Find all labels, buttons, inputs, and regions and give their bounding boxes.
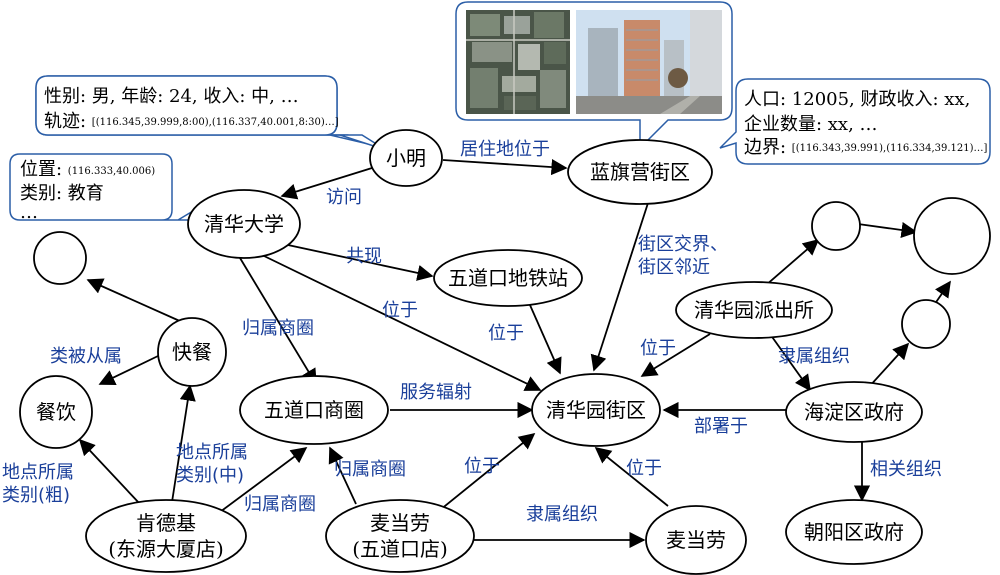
callout-lanqiying: 人口: 12005, 财政收入: xx, 企业数量: xx, … 边界: [(1…	[719, 78, 991, 165]
label-kfc-catering-2: 类别(粗)	[2, 485, 70, 506]
label-xiaoming-tsinghua: 访问	[326, 187, 362, 208]
edge-brand-street	[594, 446, 669, 507]
label-xiaoming-lanqiying: 居住地位于	[460, 139, 550, 160]
edge-police-gov	[769, 333, 811, 392]
edge-tsinghua-station	[273, 241, 434, 281]
label-mcd-area: 归属商圈	[334, 459, 406, 480]
label-gov-chaoyang: 相关组织	[870, 459, 942, 480]
label-kfc-fastfood-1: 地点所属	[176, 442, 248, 463]
edge-circle-circle	[857, 221, 918, 239]
node-lanqiying: 蓝旗营街区	[567, 139, 713, 205]
edges	[78, 158, 951, 549]
svg-text:五道口商圈: 五道口商圈	[264, 398, 364, 422]
svg-text:海淀区政府: 海淀区政府	[804, 400, 904, 424]
svg-text:麦当劳: 麦当劳	[666, 528, 726, 552]
svg-text:麦当劳: 麦当劳	[370, 511, 430, 535]
node-qinghuayuan-street: 清华园街区	[531, 373, 661, 447]
edge-fastfood-catering	[98, 355, 159, 385]
edge-kfc-area	[219, 447, 308, 513]
node-chaoyang-gov: 朝阳区政府	[785, 499, 923, 565]
node-kfc: 肯德基 (东源大厦店)	[85, 499, 247, 573]
label-station-street: 位于	[488, 323, 524, 344]
callout-xiaoming: 性别: 男, 年龄: 24, 收入: 中, … 轨迹: [(116.345,39…	[35, 75, 387, 151]
edge-gov-circle	[867, 342, 910, 389]
label-fastfood-catering: 类被从属	[50, 346, 122, 367]
node-police-station: 清华园派出所	[675, 281, 833, 339]
node-empty-top-right	[913, 197, 991, 275]
tsinghua-location-label: 位置:	[20, 159, 68, 180]
label-police-street: 位于	[640, 338, 676, 359]
label-kfc-catering-1: 地点所属	[2, 462, 74, 483]
edge-labels: 居住地位于 访问 共现 位于 归属商圈 位于 街区交界、 街区邻近 类被从属 地…	[2, 139, 942, 525]
lanqiying-enterprise: 企业数量: xx, …	[744, 114, 878, 135]
label-mcd-brand: 隶属组织	[526, 504, 598, 525]
node-wudaokou-area: 五道口商圈	[239, 375, 389, 445]
xiaoming-attrs: 性别: 男, 年龄: 24, 收入: 中, …	[44, 86, 299, 107]
svg-text:清华园派出所: 清华园派出所	[694, 298, 814, 322]
svg-text:位置: (116.333,40.006): 位置: (116.333,40.006)	[20, 159, 155, 180]
svg-text:蓝旗营街区: 蓝旗营街区	[590, 160, 690, 184]
label-tsinghua-station: 共现	[346, 246, 382, 267]
edge-kfc-catering	[78, 438, 141, 505]
node-empty-mid-right	[901, 299, 951, 349]
label-kfc-area: 归属商圈	[244, 494, 316, 515]
callout-tsinghua: 位置: (116.333,40.006) 类别: 教育 …	[9, 153, 199, 223]
edge-tsinghua-street	[261, 254, 542, 391]
svg-text:(五道口店): (五道口店)	[352, 537, 448, 561]
svg-text:清华大学: 清华大学	[204, 212, 284, 236]
node-wudaokou-station: 五道口地铁站	[433, 249, 583, 307]
label-tsinghua-area: 归属商圈	[242, 318, 314, 339]
svg-text:(东源大厦店): (东源大厦店)	[108, 537, 224, 561]
svg-text:轨迹: [(116.345,39.999,8:: 轨迹: [(116.345,39.999,8:00),(116.337,40.0…	[44, 111, 339, 132]
tsinghua-location-value: (116.333,40.006)	[68, 166, 155, 177]
svg-text:快餐: 快餐	[172, 340, 212, 364]
node-mcd-store: 麦当劳 (五道口店)	[325, 499, 475, 573]
node-catering: 餐饮	[19, 375, 93, 449]
xiaoming-track-values: [(116.345,39.999,8:00),(116.337,40.001,8…	[92, 117, 339, 128]
node-empty-top-mid	[811, 201, 861, 251]
street-photo	[576, 10, 722, 114]
label-area-street: 服务辐射	[400, 382, 472, 403]
label-gov-street: 部署于	[694, 416, 748, 437]
label-lanqiying-street-1: 街区交界、	[638, 234, 728, 255]
node-xiaoming: 小明	[369, 129, 443, 187]
node-haidian-gov: 海淀区政府	[785, 381, 923, 443]
edge-station-street	[525, 295, 562, 375]
label-kfc-fastfood-2: 类别(中)	[176, 465, 244, 486]
lanqiying-population: 人口: 12005, 财政收入: xx,	[744, 89, 970, 110]
edge-fastfood-up	[86, 278, 183, 323]
label-mcd-street: 位于	[464, 456, 500, 477]
svg-text:餐饮: 餐饮	[36, 400, 76, 424]
edge-mcd-street	[439, 432, 536, 511]
svg-text:朝阳区政府: 朝阳区政府	[804, 520, 904, 544]
lanqiying-boundary-label: 边界:	[744, 137, 792, 158]
node-tsinghua: 清华大学	[187, 189, 301, 259]
svg-text:小明: 小明	[386, 146, 426, 170]
label-brand-street: 位于	[626, 458, 662, 479]
satellite-image	[466, 10, 570, 114]
edge-mcd-area	[328, 446, 357, 505]
tsinghua-more: …	[20, 202, 38, 223]
label-lanqiying-street-2: 街区邻近	[638, 257, 710, 278]
node-mcd-brand: 麦当劳	[645, 505, 747, 575]
svg-text:清华园街区: 清华园街区	[546, 398, 646, 422]
svg-text:五道口地铁站: 五道口地铁站	[448, 266, 568, 290]
label-tsinghua-street: 位于	[382, 300, 418, 321]
svg-text:边界: [(116.343,39.991),(: 边界: [(116.343,39.991),(116.334,39.121)…]	[744, 137, 988, 158]
label-police-gov: 隶属组织	[778, 346, 850, 367]
edge-kfc-fastfood	[171, 384, 196, 503]
edge-police-street	[640, 333, 711, 377]
node-empty-left	[33, 231, 87, 285]
svg-text:肯德基: 肯德基	[136, 511, 196, 535]
lanqiying-boundary-values: [(116.343,39.991),(116.334,39.121)…]	[792, 143, 988, 154]
xiaoming-track-label: 轨迹:	[44, 111, 92, 132]
callout-lanqiying-images	[455, 1, 733, 150]
tsinghua-category: 类别: 教育	[20, 183, 104, 204]
edge-lanqiying-street	[590, 202, 649, 372]
edge-xiaoming-lanqiying	[442, 158, 568, 176]
edge-xiaoming-tsinghua	[280, 167, 373, 200]
node-fast-food: 快餐	[157, 317, 227, 387]
edge-tsinghua-area	[239, 257, 317, 386]
